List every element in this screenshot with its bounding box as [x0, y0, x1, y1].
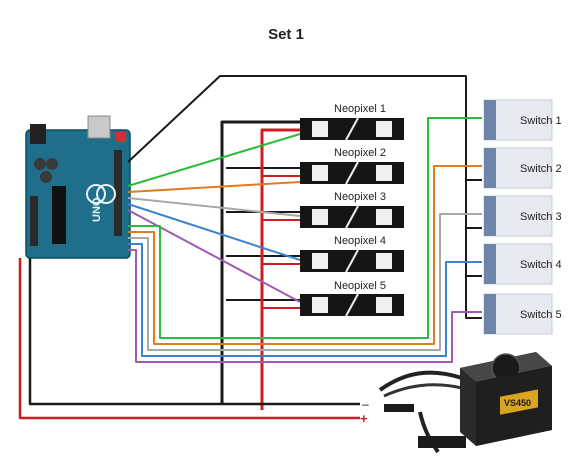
led-icon — [312, 253, 328, 269]
switch-2: Switch 2 — [483, 147, 562, 189]
neopixel-strips: Neopixel 1 Neopixel 2 Neopixel 3 Neopixe… — [300, 103, 404, 317]
arduino-logo-text: UNO — [91, 197, 103, 222]
led-icon — [376, 253, 392, 269]
switch-wiring — [128, 117, 482, 363]
led-icon — [376, 121, 392, 137]
analog-header — [30, 196, 38, 246]
data-wire-1 — [127, 133, 301, 187]
switch-label-2: Switch 2 — [520, 163, 562, 175]
neopixel-5: Neopixel 5 — [300, 280, 404, 317]
neopixel-label-5: Neopixel 5 — [334, 280, 386, 292]
neopixel-label-4: Neopixel 4 — [334, 235, 386, 247]
switch-icon — [484, 100, 496, 140]
led-icon — [376, 297, 392, 313]
switch-5: Switch 5 — [483, 293, 562, 335]
neopixel-label-2: Neopixel 2 — [334, 147, 386, 159]
led-icon — [312, 209, 328, 225]
switch-wire-4 — [128, 243, 482, 357]
switches: Switch 1 Switch 2 Switch 3 Switch 4 Swit… — [483, 99, 562, 335]
switch-4: Switch 4 — [483, 243, 562, 285]
switch-label-4: Switch 4 — [520, 259, 562, 271]
neopixel-2: Neopixel 2 — [300, 147, 404, 185]
switch-icon — [484, 294, 496, 334]
arduino-board: UNO — [25, 115, 131, 259]
chip-icon — [52, 186, 66, 244]
led-icon — [312, 297, 328, 313]
switch-label-3: Switch 3 — [520, 211, 562, 223]
switch-wire-2 — [128, 165, 482, 345]
neopixel-3: Neopixel 3 — [300, 191, 404, 229]
neopixel-label-3: Neopixel 3 — [334, 191, 386, 203]
data-wire-3 — [127, 197, 301, 217]
power-wiring: – + — [18, 75, 482, 426]
switch-icon — [484, 244, 496, 284]
switch-1: Switch 1 — [483, 99, 562, 141]
switch-icon — [484, 148, 496, 188]
neopixel-4: Neopixel 4 — [300, 235, 404, 273]
led-icon — [312, 121, 328, 137]
digital-header — [114, 150, 122, 236]
negative-sign: – — [362, 397, 369, 411]
power-supply: VS450 — [378, 352, 552, 454]
neopixel-1: Neopixel 1 — [300, 103, 404, 141]
psu-label-plate — [500, 389, 538, 415]
reset-button-icon — [116, 132, 126, 142]
page-title: Set 1 — [268, 26, 304, 43]
ground-bus — [220, 120, 300, 404]
led-icon — [376, 209, 392, 225]
power-rail — [18, 258, 360, 420]
usb-port-icon — [87, 115, 111, 139]
switch-wire-5 — [128, 249, 482, 363]
ground-top-wire — [127, 75, 482, 319]
connector-icon — [384, 404, 414, 412]
neopixel-label-1: Neopixel 1 — [334, 103, 386, 115]
positive-sign: + — [360, 411, 368, 426]
switch-wire-3 — [128, 213, 482, 351]
switch-label-5: Switch 5 — [520, 309, 562, 321]
infinity-logo-icon — [86, 184, 106, 204]
led-icon — [312, 165, 328, 181]
connector-icon — [418, 436, 466, 448]
ground-rail — [28, 258, 360, 406]
switch-icon — [484, 196, 496, 236]
switch-label-1: Switch 1 — [520, 115, 562, 127]
switch-3: Switch 3 — [483, 195, 562, 237]
psu-model-label: VS450 — [504, 398, 531, 408]
data-wire-4 — [127, 203, 301, 261]
power-bus — [260, 128, 300, 410]
data-wire-2 — [127, 181, 301, 193]
power-jack-icon — [30, 124, 46, 144]
switch-wire-1 — [128, 117, 482, 339]
led-icon — [376, 165, 392, 181]
